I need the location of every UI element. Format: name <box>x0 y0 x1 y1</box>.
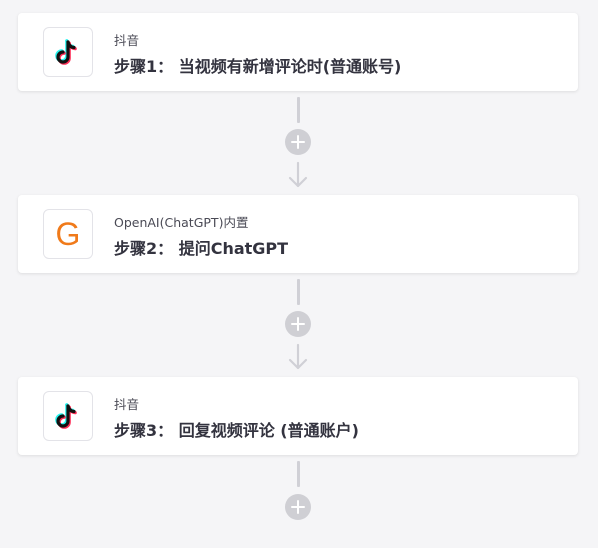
plus-icon <box>291 135 305 149</box>
connector-line <box>296 279 300 305</box>
app-icon-box <box>43 391 93 441</box>
add-step-button[interactable] <box>285 494 311 520</box>
plus-icon <box>291 500 305 514</box>
plus-icon <box>291 317 305 331</box>
tiktok-icon <box>55 39 77 65</box>
connector-3 <box>282 461 314 523</box>
app-name: OpenAI(ChatGPT)内置 <box>114 215 249 230</box>
app-icon-box <box>43 27 93 77</box>
app-name: 抖音 <box>114 397 140 412</box>
app-icon-box: G <box>43 209 93 259</box>
connector-line <box>296 461 300 487</box>
add-step-button[interactable] <box>285 129 311 155</box>
step-title: 步骤1： 当视频有新增评论时(普通账号) <box>114 57 402 76</box>
connector-2 <box>282 279 314 373</box>
add-step-button[interactable] <box>285 311 311 337</box>
connector-1 <box>282 97 314 191</box>
step-title: 步骤2： 提问ChatGPT <box>114 239 289 258</box>
connector-line <box>296 97 300 123</box>
step-card-1[interactable]: 抖音 步骤1： 当视频有新增评论时(普通账号) <box>18 13 578 91</box>
openai-g-icon: G <box>55 216 81 252</box>
app-name: 抖音 <box>114 33 140 48</box>
step-title: 步骤3： 回复视频评论 (普通账户) <box>114 421 359 440</box>
arrow-down-icon <box>288 343 308 370</box>
arrow-down-icon <box>288 161 308 188</box>
step-card-3[interactable]: 抖音 步骤3： 回复视频评论 (普通账户) <box>18 377 578 455</box>
step-card-2[interactable]: G OpenAI(ChatGPT)内置 步骤2： 提问ChatGPT <box>18 195 578 273</box>
tiktok-icon <box>55 403 77 429</box>
